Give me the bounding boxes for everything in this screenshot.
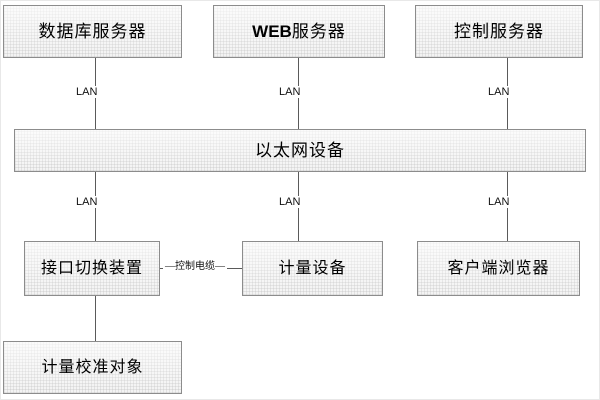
node-metering-device-label: 计量设备: [278, 259, 347, 277]
node-client-browser-label: 客户端浏览器: [447, 259, 550, 277]
connector-interface-switch-to-calibration-object: [95, 296, 96, 341]
node-control-server[interactable]: 控制服务器: [415, 5, 583, 58]
node-web-server[interactable]: WEB服务器: [213, 5, 385, 58]
link-label-lan-interface-switch: LAN: [74, 196, 100, 209]
link-label-lan-client-browser: LAN: [486, 196, 512, 209]
node-web-server-label: WEB服务器: [252, 23, 346, 40]
node-web-server-label-latin: WEB: [252, 22, 292, 41]
link-label-lan-web-server: LAN: [277, 86, 303, 99]
node-calibration-object-label: 计量校准对象: [41, 358, 144, 376]
node-web-server-label-cjk: 服务器: [291, 22, 346, 41]
link-label-lan-metering-device: LAN: [277, 196, 303, 209]
node-metering-device[interactable]: 计量设备: [242, 241, 383, 296]
node-interface-switch[interactable]: 接口切换装置: [24, 241, 160, 296]
link-label-control-cable: —控制电缆—: [163, 261, 227, 272]
node-database-server[interactable]: 数据库服务器: [3, 5, 182, 58]
link-label-lan-control-server: LAN: [486, 86, 512, 99]
node-database-server-label: 数据库服务器: [38, 22, 147, 41]
node-ethernet-device-label: 以太网设备: [255, 141, 345, 160]
link-label-lan-db-server: LAN: [74, 86, 100, 99]
node-ethernet-device[interactable]: 以太网设备: [14, 129, 586, 172]
node-client-browser[interactable]: 客户端浏览器: [417, 241, 580, 296]
node-interface-switch-label: 接口切换装置: [40, 259, 143, 277]
node-calibration-object[interactable]: 计量校准对象: [3, 341, 182, 394]
node-control-server-label: 控制服务器: [454, 22, 544, 41]
